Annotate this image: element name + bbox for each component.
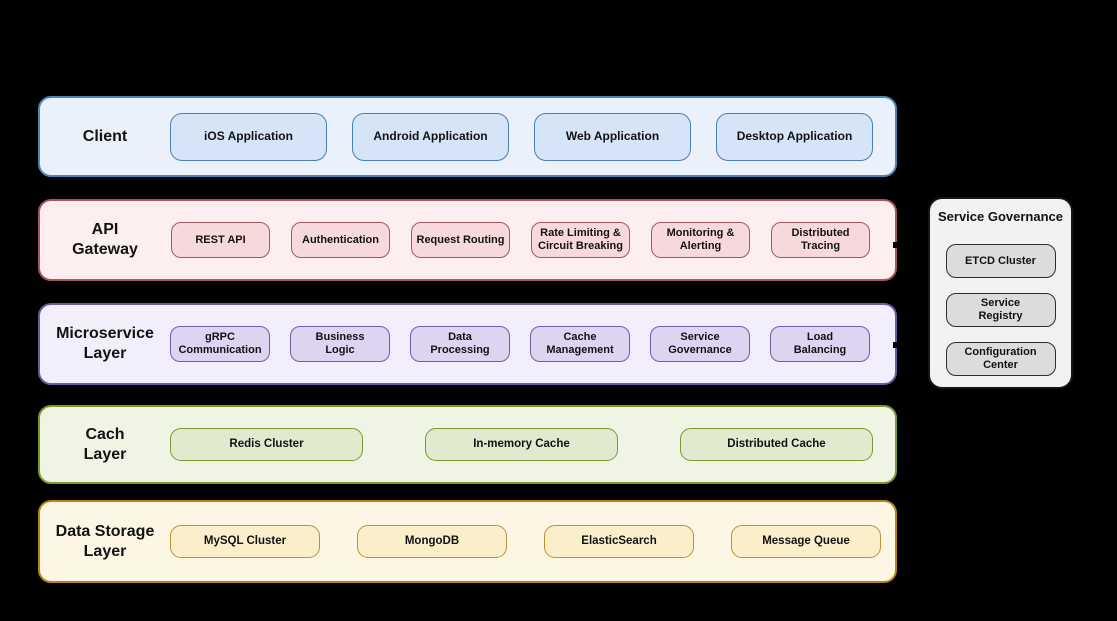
node-distributed-cache: Distributed Cache [680, 428, 873, 461]
node-etcd-cluster: ETCD Cluster [945, 244, 1056, 278]
node-authentication: Authentication [291, 222, 390, 258]
connector-microservice-to-governance [893, 342, 899, 348]
node-rest-api: REST API [171, 222, 270, 258]
node-load-balancing: Load Balancing [770, 326, 870, 362]
layer-api-gateway-title: API Gateway [72, 221, 138, 258]
layer-microservice-items: gRPC Communication Business Logic Data P… [170, 326, 890, 362]
panel-service-governance-title: Service Governance [937, 209, 1064, 224]
layer-api-gateway: API Gateway REST API Authentication Requ… [38, 199, 897, 281]
layer-data-storage-items: MySQL Cluster MongoDB ElasticSearch Mess… [170, 525, 918, 558]
node-mongodb: MongoDB [357, 525, 507, 558]
layer-client: Client iOS Application Android Applicati… [38, 96, 897, 177]
node-configuration-center: Configuration Center [945, 342, 1056, 376]
node-redis-cluster: Redis Cluster [170, 428, 363, 461]
layer-cache-title: Cach Layer [83, 425, 127, 463]
layer-cache: Cach Layer Redis Cluster In-memory Cache… [38, 405, 897, 484]
panel-service-governance: Service Governance ETCD Cluster Service … [928, 197, 1073, 389]
node-data-processing: Data Processing [410, 326, 510, 362]
layer-microservice: Microservice Layer gRPC Communication Bu… [38, 303, 897, 385]
node-cache-management: Cache Management [530, 326, 630, 362]
layer-client-items: iOS Application Android Application Web … [170, 112, 898, 161]
layer-cache-items: Redis Cluster In-memory Cache Distribute… [170, 428, 935, 461]
node-service-registry: Service Registry [945, 293, 1056, 327]
node-service-governance: Service Governance [650, 326, 750, 362]
node-in-memory-cache: In-memory Cache [425, 428, 618, 461]
connector-api-gateway-to-governance [893, 242, 899, 248]
node-android-application: Android Application [352, 112, 509, 161]
layer-data-storage: Data Storage Layer MySQL Cluster MongoDB… [38, 500, 897, 583]
node-message-queue: Message Queue [731, 525, 881, 558]
node-request-routing: Request Routing [411, 222, 510, 258]
node-rate-limiting-circuit-breaking: Rate Limiting & Circuit Breaking [531, 222, 630, 258]
node-business-logic: Business Logic [290, 326, 390, 362]
node-distributed-tracing: Distributed Tracing [771, 222, 870, 258]
layer-api-gateway-items: REST API Authentication Request Routing … [171, 222, 891, 258]
layer-data-storage-title: Data Storage Layer [55, 522, 155, 560]
layer-client-title: Client [82, 127, 128, 145]
node-desktop-application: Desktop Application [716, 112, 873, 161]
node-ios-application: iOS Application [170, 112, 327, 161]
node-elasticsearch: ElasticSearch [544, 525, 694, 558]
node-grpc-communication: gRPC Communication [170, 326, 270, 362]
layer-microservice-title: Microservice Layer [56, 325, 154, 362]
node-web-application: Web Application [534, 112, 691, 161]
node-monitoring-alerting: Monitoring & Alerting [651, 222, 750, 258]
node-mysql-cluster: MySQL Cluster [170, 525, 320, 558]
